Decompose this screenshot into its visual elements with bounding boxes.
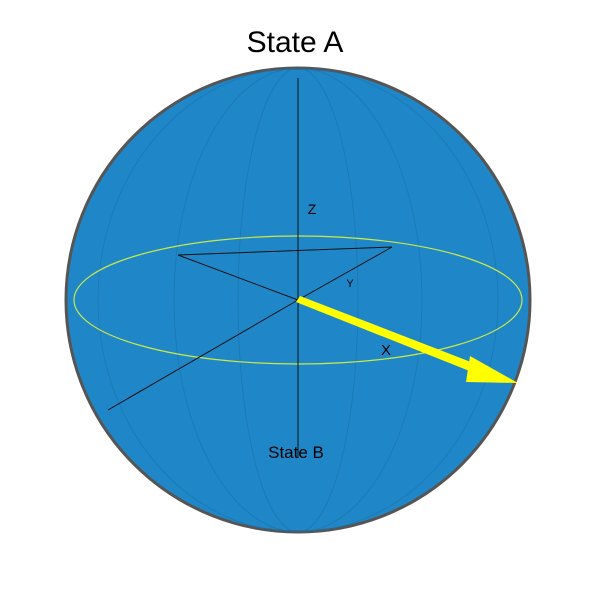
- bottom-state-label: State B: [268, 443, 324, 462]
- axis-lines: [107, 78, 393, 458]
- x-axis-label: X: [381, 342, 391, 359]
- y-axis-line-back: [177, 246, 393, 256]
- state-vector-arrow-icon: [296, 296, 518, 383]
- meridian-ellipse-narrow: [237, 67, 359, 533]
- x-axis-line-front: [107, 299, 299, 411]
- y-axis-label: Y: [346, 278, 354, 290]
- diagram-title: State A: [247, 26, 344, 59]
- arrow-head: [466, 356, 518, 383]
- arrow-shaft: [296, 296, 476, 372]
- sphere-meridians: [97, 67, 499, 533]
- z-axis-label: Z: [308, 201, 317, 217]
- y-axis-line-right: [297, 246, 393, 301]
- y-axis-line-left: [177, 254, 299, 301]
